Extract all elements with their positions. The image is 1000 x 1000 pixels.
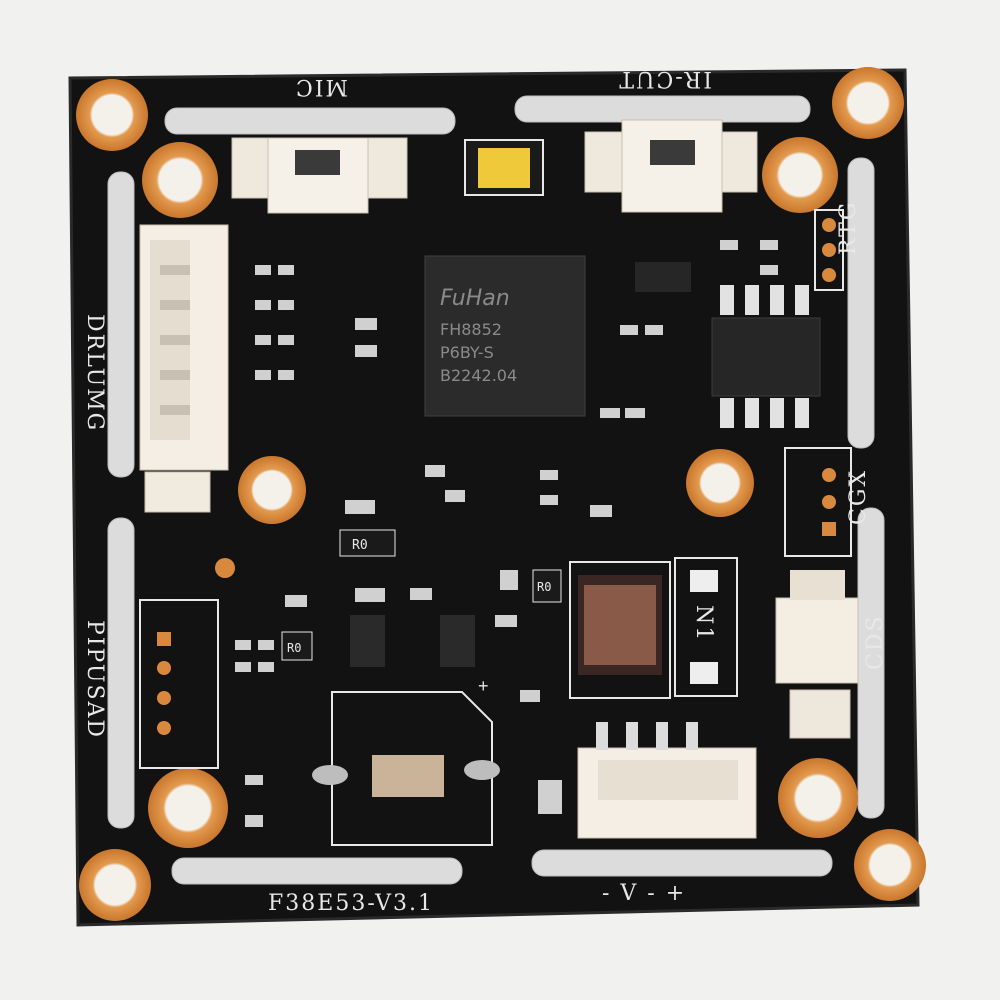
label-ir-cut: IR-CUT <box>617 66 712 91</box>
label-cds: CDS <box>863 614 888 670</box>
r0-label-b: R0 <box>287 641 301 655</box>
label-model: F38E53-V3.1 <box>268 891 434 916</box>
label-drlumg: DRLUMG <box>82 314 107 432</box>
mounting-hole <box>238 456 306 524</box>
bottom-connector <box>577 722 757 839</box>
left-connector <box>139 224 229 513</box>
flash-chip <box>711 285 821 428</box>
cgx-header <box>784 447 852 557</box>
label-mic: MIC <box>294 74 348 99</box>
cds-connector <box>775 570 859 739</box>
pcb-board <box>68 68 920 927</box>
label-pipusad: PIPUSAD <box>82 620 107 739</box>
r0-label-a: R0 <box>352 538 368 553</box>
plus-mark: + <box>478 676 489 696</box>
ir-cut-connector <box>584 119 758 213</box>
mounting-hole <box>854 829 926 901</box>
pipusad-header <box>139 599 219 769</box>
status-led <box>464 139 544 196</box>
label-cgx: CGX <box>846 469 871 525</box>
r0-label-c: R0 <box>537 580 551 594</box>
capacitor-zone <box>312 691 500 846</box>
mic-connector <box>231 137 408 214</box>
label-rtg: RTG <box>836 201 861 255</box>
mounting-pads <box>76 67 926 921</box>
n1-label: N1 <box>691 605 716 642</box>
mounting-hole <box>76 79 148 151</box>
mounting-hole <box>778 758 858 838</box>
smd-components: R0 R0 R0 + <box>235 240 778 827</box>
chip-line-3: B2242.04 <box>440 366 517 385</box>
n1-block: N1 <box>674 557 738 697</box>
power-inductor <box>569 561 671 699</box>
mounting-hole <box>148 768 228 848</box>
silkscreen-slots <box>107 95 885 885</box>
chip-brand: FuHan <box>440 286 510 311</box>
chip-line-1: FH8852 <box>440 320 502 339</box>
rtg-header <box>814 209 844 291</box>
main-soc: FuHan FH8852 P6BY-S B2242.04 <box>424 255 586 417</box>
chip-line-2: P6BY-S <box>440 343 494 362</box>
mounting-hole <box>142 142 218 218</box>
mounting-hole <box>832 67 904 139</box>
mounting-hole <box>762 137 838 213</box>
label-bottom-v: - V - + <box>602 881 686 906</box>
mounting-hole <box>686 449 754 517</box>
transistor <box>635 262 691 292</box>
mounting-hole <box>79 849 151 921</box>
